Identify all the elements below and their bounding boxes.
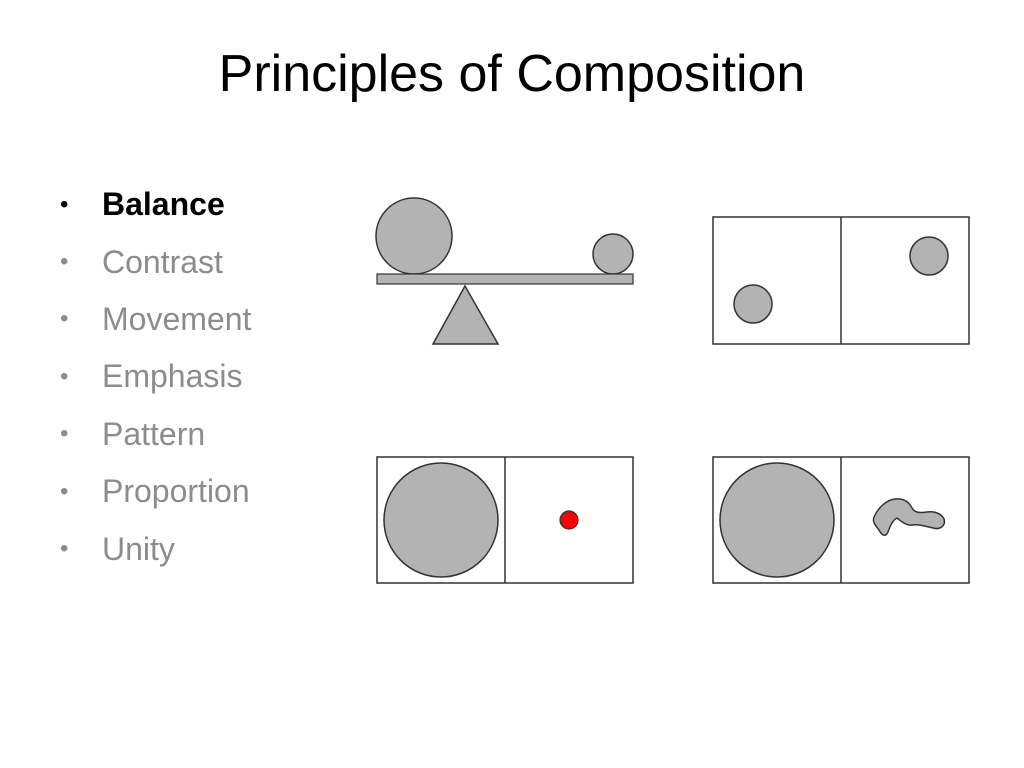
bullet-dot-icon: • [60,535,69,563]
bullet-label: Contrast [102,243,223,280]
bullet-item-proportion: • Proportion [60,463,251,520]
box-frame [712,456,970,584]
bullet-item-pattern: • Pattern [60,406,251,463]
bullet-item-balance: • Balance [60,176,251,233]
low-left-circle [733,284,773,324]
seesaw-fulcrum [431,284,500,345]
box-frame [712,216,970,345]
bullet-label: Unity [102,530,175,567]
bullet-dot-icon: • [60,190,69,218]
bullet-item-emphasis: • Emphasis [60,348,251,405]
bullet-item-contrast: • Contrast [60,233,251,290]
seesaw-plank [376,273,634,285]
split-box-red-dot [376,456,634,584]
bullet-dot-icon: • [60,248,69,276]
big-circle [383,462,499,578]
bullet-label: Movement [102,300,252,337]
red-dot [559,510,579,530]
bullet-dot-icon: • [60,305,69,333]
small-ball [592,233,634,275]
irregular-blob [872,498,946,536]
bullet-label: Proportion [102,473,250,510]
box-frame [376,456,634,584]
slide-title: Principles of Composition [218,45,806,103]
high-right-circle [909,236,949,276]
bullet-item-movement: • Movement [60,291,251,348]
split-box-irregular-shape [712,456,970,584]
bullet-label: Emphasis [102,358,243,395]
bullet-dot-icon: • [60,420,69,448]
split-box-small-circles [712,216,970,345]
seesaw-figure [375,197,634,345]
bullet-label: Pattern [102,415,206,452]
bullet-label: Balance [102,186,225,223]
large-ball [375,197,453,275]
bullet-dot-icon: • [60,362,69,390]
big-circle [719,462,835,578]
bullet-dot-icon: • [60,477,69,505]
bullet-list: • Balance • Contrast • Movement • Emphas… [60,176,251,578]
bullet-item-unity: • Unity [60,520,251,577]
